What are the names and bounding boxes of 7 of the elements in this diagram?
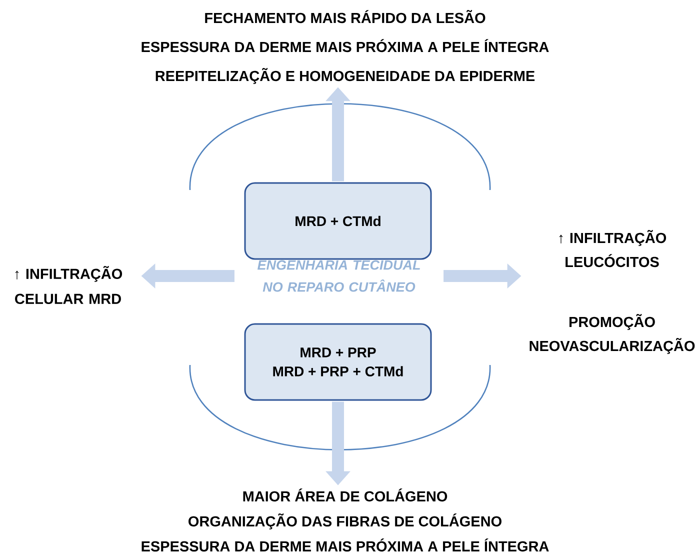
outcome-text: ↑ INFILTRAÇÃO LEUCÓCITOS PROMOÇÃO NEOVASCULARIZAÇÃO [530, 230, 695, 354]
outcome-text: MAIOR ÁREA DE COLÁGENO ORGANIZAÇÃO DAS FIBRAS DE COLÁGENO ESPESSURA DA DERME MAIS PRÓXIMA A PELE ÍNTEGRA [142, 488, 549, 552]
center-title: ENGENHARIA TECIDUAL NO REPARO CUTÂNEO [258, 260, 420, 292]
formula-box: MRD + PRP MRD + PRP + CTMd [244, 323, 432, 401]
formula-box: MRD + CTMd [244, 182, 432, 260]
outcome-text: FECHAMENTO MAIS RÁPIDO DA LESÃO ESPESSURA DA DERME MAIS PRÓXIMA A PELE ÍNTEGRA REEPITELIZAÇÃO E HOMOGENEIDADE DA EPIDERME [142, 10, 549, 84]
outcome-text: ↑ INFILTRAÇÃO CELULAR MRD [15, 266, 122, 304]
